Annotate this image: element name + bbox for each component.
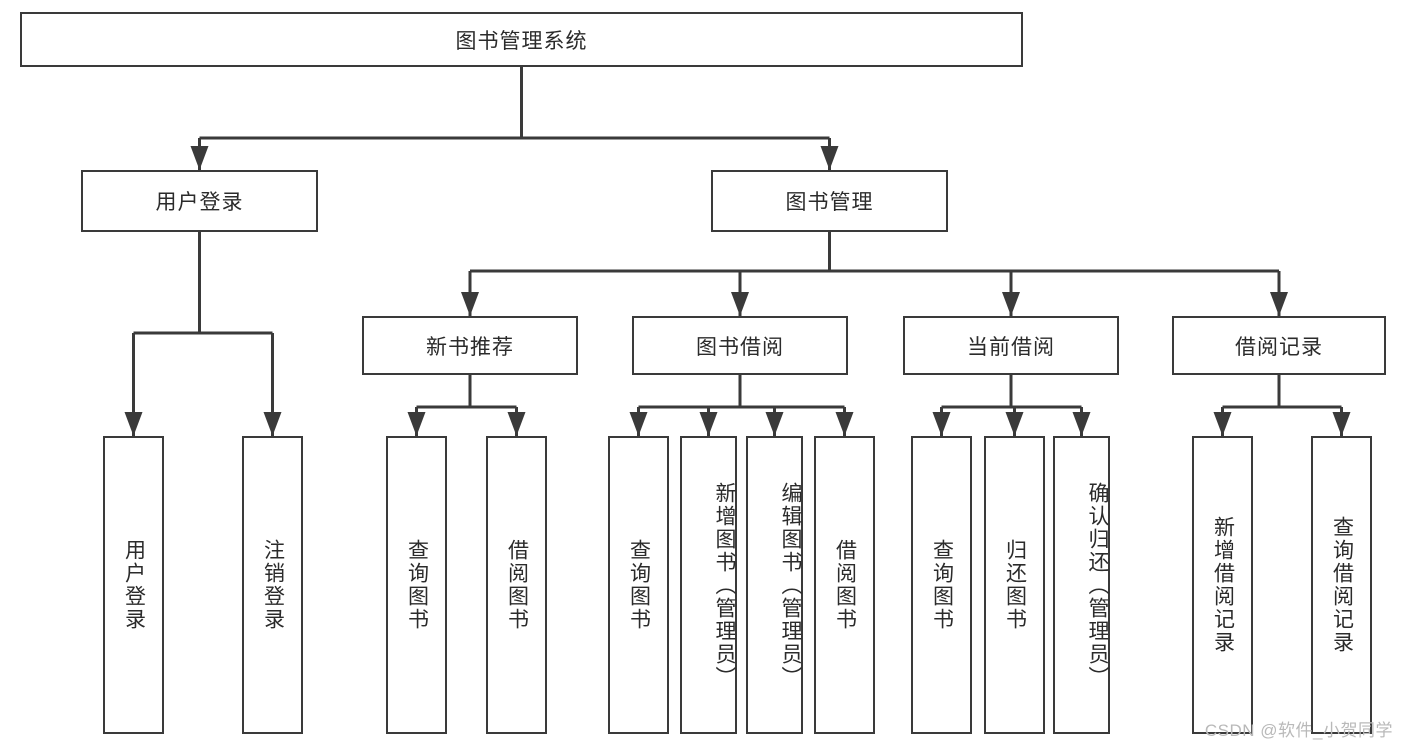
- node-leaf-query-record[interactable]: 查询借阅记录: [1311, 436, 1372, 734]
- node-leaf-add-record[interactable]: 新增借阅记录: [1192, 436, 1253, 734]
- arrowhead-borrow-record: [1270, 292, 1288, 316]
- node-label: 借阅图书: [833, 539, 857, 631]
- node-label: 查询图书: [405, 539, 429, 631]
- arrowhead-leaf-logout: [263, 412, 282, 436]
- node-label: 查询图书: [930, 539, 954, 631]
- node-leaf-query-book-1[interactable]: 查询图书: [386, 436, 447, 734]
- node-leaf-confirm-return[interactable]: 确认归还（管理员）: [1053, 436, 1110, 734]
- node-current-borrow[interactable]: 当前借阅: [903, 316, 1119, 375]
- node-new-book-rec[interactable]: 新书推荐: [362, 316, 578, 375]
- node-label: 借阅记录: [1235, 335, 1323, 359]
- arrowhead-leaf-return-book: [1005, 412, 1024, 436]
- arrowhead-new-book-rec: [461, 292, 479, 316]
- arrowhead-leaf-query-book-3: [932, 412, 951, 436]
- node-label: 编辑图书（管理员）: [779, 481, 802, 689]
- node-label: 新书推荐: [426, 335, 514, 359]
- node-label: 用户登录: [122, 539, 146, 631]
- arrowhead-leaf-query-book-2: [629, 412, 648, 436]
- node-label: 确认归还（管理员）: [1086, 481, 1109, 689]
- node-leaf-borrow-book-1[interactable]: 借阅图书: [486, 436, 547, 734]
- node-user-login[interactable]: 用户登录: [81, 170, 318, 232]
- node-label: 查询图书: [627, 539, 651, 631]
- node-label: 图书管理: [785, 191, 874, 214]
- arrowhead-leaf-confirm-return: [1072, 412, 1091, 436]
- arrowhead-book-manage: [820, 146, 839, 170]
- node-label: 新增借阅记录: [1211, 516, 1235, 654]
- node-label: 图书借阅: [696, 335, 784, 359]
- node-borrow-record[interactable]: 借阅记录: [1172, 316, 1386, 375]
- node-book-borrow[interactable]: 图书借阅: [632, 316, 848, 375]
- arrowhead-leaf-borrow-book-1: [507, 412, 526, 436]
- arrowhead-leaf-add-book: [699, 412, 718, 436]
- node-leaf-borrow-book-2[interactable]: 借阅图书: [814, 436, 875, 734]
- arrowhead-user-login: [190, 146, 209, 170]
- watermark-text: CSDN @软件_小贺同学: [1204, 721, 1393, 740]
- arrowhead-leaf-query-record: [1332, 412, 1351, 436]
- node-leaf-query-book-2[interactable]: 查询图书: [608, 436, 669, 734]
- node-label: 当前借阅: [967, 335, 1055, 359]
- arrowhead-leaf-borrow-book-2: [835, 412, 854, 436]
- arrowhead-book-borrow: [731, 292, 749, 316]
- arrowhead-leaf-query-book-1: [407, 412, 426, 436]
- node-root[interactable]: 图书管理系统: [20, 12, 1023, 67]
- node-label: 图书管理系统: [455, 29, 588, 53]
- node-leaf-user-login[interactable]: 用户登录: [103, 436, 164, 734]
- arrowhead-leaf-add-record: [1213, 412, 1232, 436]
- node-label: 借阅图书: [505, 539, 529, 631]
- node-leaf-add-book[interactable]: 新增图书（管理员）: [680, 436, 737, 734]
- node-leaf-edit-book[interactable]: 编辑图书（管理员）: [746, 436, 803, 734]
- arrowhead-current-borrow: [1002, 292, 1020, 316]
- node-leaf-query-book-3[interactable]: 查询图书: [911, 436, 972, 734]
- node-label: 查询借阅记录: [1330, 516, 1354, 654]
- node-book-manage[interactable]: 图书管理: [711, 170, 948, 232]
- node-leaf-logout[interactable]: 注销登录: [242, 436, 303, 734]
- node-label: 注销登录: [261, 539, 285, 631]
- node-label: 归还图书: [1003, 539, 1027, 631]
- node-leaf-return-book[interactable]: 归还图书: [984, 436, 1045, 734]
- arrowhead-leaf-edit-book: [765, 412, 784, 436]
- arrowhead-leaf-user-login: [124, 412, 143, 436]
- node-label: 用户登录: [155, 191, 244, 214]
- node-label: 新增图书（管理员）: [713, 481, 736, 689]
